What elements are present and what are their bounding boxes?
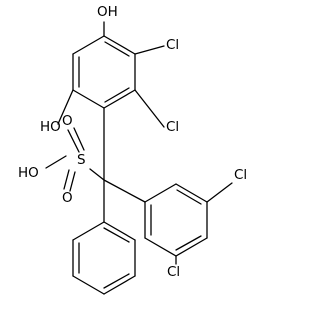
bond-ring-to-cl-upper — [134, 45, 165, 55]
chemical-structure-diagram: OH Cl Cl HO O S O HO Cl Cl — [18, 4, 247, 295]
sulfonic-hydroxyl-label: HO — [18, 165, 39, 181]
sulfonic-sulfur-label: S — [77, 152, 86, 168]
sulfonic-oxygen-bottom-label: O — [62, 190, 73, 206]
hydroxyl-top-label: OH — [97, 4, 118, 20]
phenyl-ring — [72, 221, 136, 295]
sulfonic-oxygen-top-label: O — [62, 113, 73, 129]
chloro-meta-bottom-label: Cl — [167, 264, 180, 280]
hydroxyl-left-label: HO — [40, 119, 61, 135]
bond-ring-to-cl-meta-top — [206, 182, 233, 203]
chloro-ring-upper-label: Cl — [166, 37, 179, 53]
bond-ring-to-ho-left — [57, 89, 74, 125]
chloro-meta-top-label: Cl — [234, 167, 247, 183]
bond-ring-to-cl-lower — [134, 89, 165, 128]
bond-central-carbon-to-sulfur — [89, 168, 105, 181]
sulfonic-acid-group — [45, 127, 85, 192]
chloro-ring-lower-label: Cl — [166, 119, 179, 135]
bond-central-carbon-to-dichlorophenyl — [103, 179, 146, 203]
dihydroxy-dichlorophenyl-ring — [72, 35, 136, 109]
dichlorophenyl-ring — [144, 183, 208, 257]
